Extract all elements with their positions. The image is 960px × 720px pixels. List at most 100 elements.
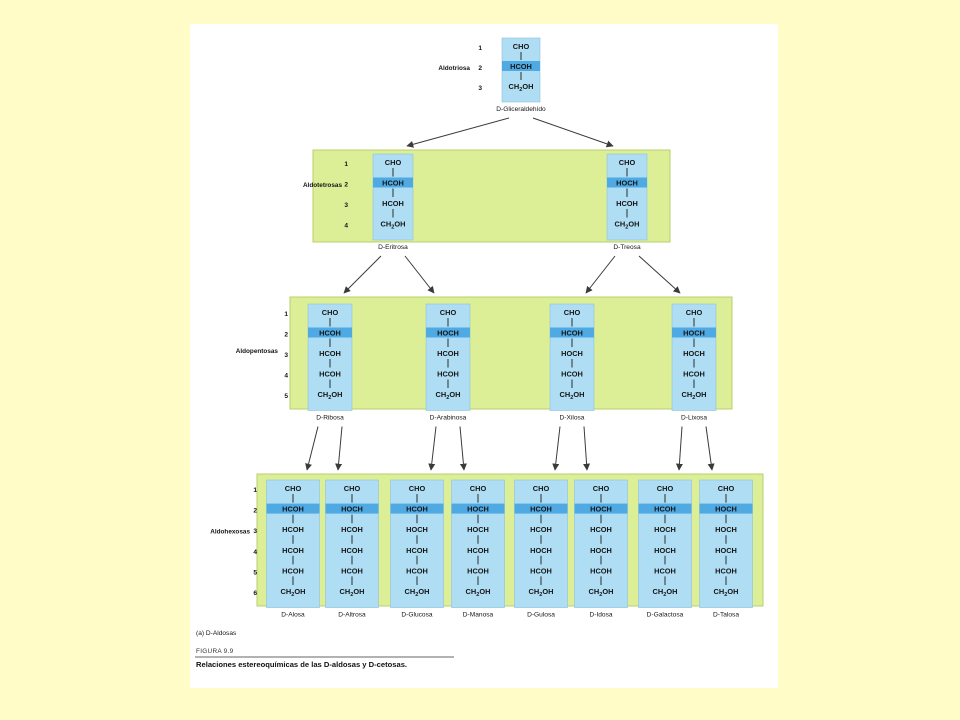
formula-text: HCOH: [319, 349, 341, 358]
carbon-number-label: 4: [253, 549, 257, 556]
formula-text: HOCH: [683, 329, 705, 338]
formula-text: CHO: [686, 308, 703, 317]
formula-text: HCOH: [282, 505, 304, 514]
derivation-arrow: [583, 426, 591, 471]
formula-text: HOCH: [590, 546, 612, 555]
formula-text: HOCH: [654, 546, 676, 555]
formula-text: CHO: [470, 484, 487, 493]
carbon-number-label: 4: [284, 373, 288, 380]
carbon-number-label: 3: [344, 202, 348, 209]
formula-text: CHO: [564, 308, 581, 317]
carbon-2-highlight: [451, 503, 505, 514]
derivation-arrow: [705, 426, 715, 471]
formula-text: CH2OH: [381, 220, 406, 231]
carbon-number-label: 1: [284, 311, 288, 318]
derivation-arrow: [343, 255, 382, 294]
carbon-2-highlight: [390, 503, 444, 514]
carbon-number-label: 2: [253, 508, 257, 515]
formula-text: CH2OH: [281, 587, 306, 598]
carbon-2-highlight: [699, 503, 753, 514]
formula-text: HOCH: [467, 525, 489, 534]
formula-text: HCOH: [282, 546, 304, 555]
formula-text: HOCH: [715, 505, 737, 514]
formula-text: CHO: [440, 308, 457, 317]
formula-text: HOCH: [590, 505, 612, 514]
formula-text: HOCH: [683, 349, 705, 358]
formula-text: CH2OH: [509, 82, 534, 93]
formula-text: HCOH: [406, 505, 428, 514]
carbon-2-highlight: [574, 503, 628, 514]
sugar-name: D-Talosa: [713, 612, 739, 619]
formula-text: CHO: [385, 158, 402, 167]
sugar-name: D-Glucosa: [401, 612, 432, 619]
carbon-number-label: 1: [478, 45, 482, 52]
carbon-number-label: 4: [344, 223, 348, 230]
carbon-number-label: 2: [478, 65, 482, 72]
carbon-2-highlight: [373, 177, 413, 188]
formula-text: CHO: [344, 484, 361, 493]
formula-text: HCOH: [319, 329, 341, 338]
formula-text: HCOH: [561, 329, 583, 338]
carbon-number-label: 1: [253, 487, 257, 494]
sugar-name: D-Arabinosa: [430, 415, 467, 422]
sugar-name: D-Xilosa: [560, 415, 585, 422]
row-label: Aldotriosa: [438, 65, 470, 72]
formula-text: HOCH: [654, 525, 676, 534]
carbon-number-label: 2: [344, 182, 348, 189]
formula-text: HCOH: [683, 370, 705, 379]
formula-text: HCOH: [590, 525, 612, 534]
sugar-name: D-Eritrosa: [378, 244, 408, 251]
formula-text: CH2OH: [682, 390, 707, 401]
sugar-name: D-Galactosa: [647, 612, 684, 619]
formula-text: HCOH: [561, 370, 583, 379]
sugar-name: D-Manosa: [463, 612, 494, 619]
formula-text: HCOH: [530, 525, 552, 534]
carbon-number-label: 5: [253, 569, 257, 576]
carbon-2-highlight: [325, 503, 379, 514]
formula-text: CH2OH: [653, 587, 678, 598]
panel-label: (a) D-Aldosas: [196, 630, 237, 637]
formula-text: HCOH: [510, 62, 532, 71]
formula-text: CH2OH: [560, 390, 585, 401]
formula-text: CH2OH: [529, 587, 554, 598]
carbon-number-label: 1: [344, 161, 348, 168]
derivation-arrow: [335, 426, 343, 471]
sugar-name: D-Altrosa: [338, 612, 366, 619]
formula-text: HOCH: [437, 329, 459, 338]
formula-text: CH2OH: [436, 390, 461, 401]
formula-text: HCOH: [530, 505, 552, 514]
formula-text: HOCH: [616, 179, 638, 188]
carbon-2-highlight: [607, 177, 647, 188]
derivation-arrow: [552, 426, 561, 471]
carbon-number-label: 3: [284, 352, 288, 359]
formula-text: HOCH: [715, 546, 737, 555]
formula-text: HCOH: [341, 525, 363, 534]
sugar-name: D-Ribosa: [316, 415, 344, 422]
formula-text: HCOH: [319, 370, 341, 379]
carbon-2-highlight: [550, 327, 594, 338]
formula-text: HCOH: [382, 179, 404, 188]
derivation-arrow: [532, 117, 614, 148]
sugar-name: D-Lixosa: [681, 415, 707, 422]
row-band: [289, 296, 733, 410]
formula-text: HCOH: [437, 370, 459, 379]
carbon-2-highlight: [266, 503, 320, 514]
formula-text: CHO: [533, 484, 550, 493]
formula-text: HCOH: [467, 566, 489, 575]
formula-text: HCOH: [282, 566, 304, 575]
formula-text: CHO: [718, 484, 735, 493]
formula-text: CHO: [593, 484, 610, 493]
formula-text: HOCH: [561, 349, 583, 358]
formula-text: HCOH: [590, 566, 612, 575]
carbon-2-highlight: [426, 327, 470, 338]
formula-text: HCOH: [341, 566, 363, 575]
derivation-arrow: [638, 255, 681, 294]
formula-text: HCOH: [654, 505, 676, 514]
formula-text: CH2OH: [714, 587, 739, 598]
figure-caption: Relaciones estereoquímicas de las D-aldo…: [196, 660, 407, 669]
carbon-number-label: 3: [478, 85, 482, 92]
sugar-name: D-Alosa: [281, 612, 305, 619]
carbon-2-highlight: [502, 61, 540, 71]
formula-text: HCOH: [406, 566, 428, 575]
